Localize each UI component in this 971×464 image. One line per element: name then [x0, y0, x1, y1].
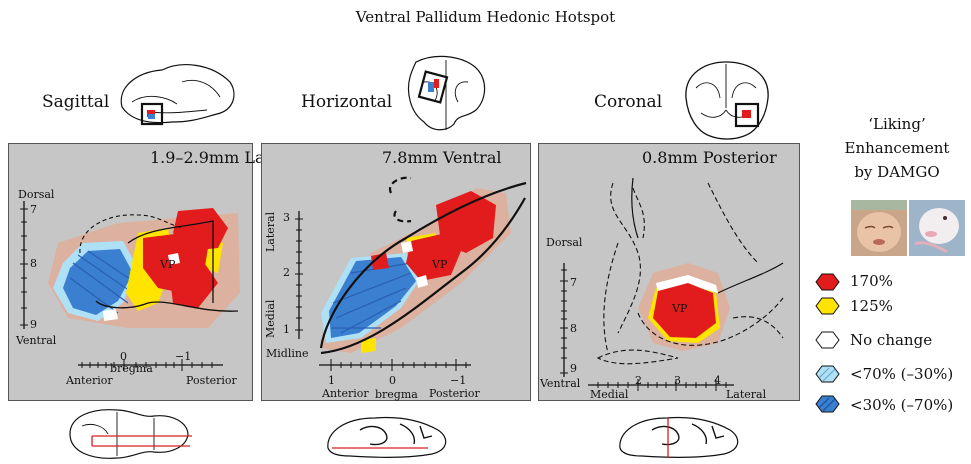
legend-label-minus70: <30% (–70%): [850, 396, 954, 414]
coronal-xtick-4: 4: [714, 374, 721, 387]
horizontal-xtick-1: 1: [328, 374, 335, 387]
coronal-red-sites: [653, 283, 716, 338]
horizontal-xtick-neg1: −1: [450, 374, 467, 387]
coronal-tick-8: 8: [570, 322, 577, 335]
horizontal-anterior-label: Anterior: [322, 387, 369, 400]
horizontal-map: [295, 176, 527, 371]
view-label-coronal: Coronal: [594, 92, 663, 112]
coronal-tick-7: 7: [570, 276, 577, 289]
swatch-125-icon: [815, 297, 840, 315]
horizontal-red-sites: [371, 191, 496, 281]
horizontal-blue-sites: [329, 257, 416, 338]
coronal-tick-9: 9: [570, 362, 577, 375]
swatch-minus70-icon: [815, 395, 840, 413]
sagittal-map: [20, 201, 240, 371]
legend-title: ‘Liking’ Enhancement by DAMGO: [832, 112, 962, 184]
coronal-xtick-2: 2: [635, 374, 642, 387]
coronal-panel-title: 0.8mm Posterior: [642, 148, 777, 167]
legend-label-125: 125%: [850, 297, 893, 315]
sagittal-xtick-0: 0: [120, 350, 127, 363]
horizontal-tick-1: 1: [283, 323, 290, 336]
bottom-horizontal-brain-icon: [69, 409, 192, 459]
coronal-xtick-3: 3: [674, 374, 681, 387]
legend-title-line-3: by DAMGO: [854, 163, 940, 181]
horizontal-white-sites: [401, 241, 428, 288]
horizontal-lateral-label: Lateral: [264, 211, 277, 252]
horizontal-medial-label: Medial: [264, 299, 277, 338]
sagittal-tick-9: 9: [30, 318, 37, 331]
sagittal-ventral-label: Ventral: [16, 334, 57, 347]
sagittal-xtick-neg1: −1: [175, 350, 192, 363]
view-label-sagittal: Sagittal: [42, 92, 110, 112]
coronal-dorsal-label: Dorsal: [546, 236, 583, 249]
sagittal-blue-sites: [63, 249, 134, 315]
swatch-minus30-icon: [815, 365, 840, 383]
sagittal-brain-icon: [120, 64, 235, 126]
bottom-sagittal-brain-icon-2: [619, 416, 739, 458]
legend-label-no-change: No change: [850, 331, 933, 349]
sagittal-dorsal-label: Dorsal: [18, 188, 55, 201]
sagittal-tick-8: 8: [30, 257, 37, 270]
coronal-medial-label: Medial: [590, 388, 629, 401]
horizontal-posterior-label: Posterior: [429, 387, 480, 400]
bottom-sagittal-brain-icon-1: [327, 416, 447, 458]
horizontal-xtick-0: 0: [389, 374, 396, 387]
legend-title-line-1: ‘Liking’: [868, 115, 926, 133]
coronal-vp-label: VP: [672, 302, 688, 315]
legend-swatches: [815, 273, 840, 413]
horizontal-tick-3: 3: [283, 211, 290, 224]
infant-and-rat-tasting-photo: [851, 200, 965, 256]
horizontal-tick-2: 2: [283, 266, 290, 279]
sagittal-bregma-label: bregma: [110, 362, 153, 375]
legend-title-line-2: Enhancement: [844, 139, 950, 157]
coronal-ventral-label: Ventral: [540, 377, 581, 390]
figure-title: Ventral Pallidum Hedonic Hotspot: [355, 8, 616, 26]
legend-label-170: 170%: [850, 272, 893, 290]
horizontal-panel-title: 7.8mm Ventral: [382, 148, 502, 167]
horizontal-midline-label: Midline: [266, 347, 309, 360]
horizontal-brain-icon: [407, 55, 486, 131]
legend-label-minus30: <70% (–30%): [850, 365, 954, 383]
coronal-map: [560, 177, 784, 391]
sagittal-anterior-label: Anterior: [66, 374, 113, 387]
view-label-horizontal: Horizontal: [301, 92, 393, 112]
coronal-lateral-label: Lateral: [726, 388, 767, 401]
swatch-170-icon: [815, 273, 840, 291]
coronal-brain-icon: [685, 61, 769, 140]
horizontal-bregma-label: bregma: [375, 388, 418, 401]
sagittal-white-sites: [103, 253, 180, 321]
sagittal-posterior-label: Posterior: [186, 374, 237, 387]
horizontal-vp-label: VP: [432, 258, 448, 271]
sagittal-vp-label: VP: [160, 258, 176, 271]
swatch-no-change-icon: [815, 331, 840, 349]
sagittal-tick-7: 7: [30, 203, 37, 216]
